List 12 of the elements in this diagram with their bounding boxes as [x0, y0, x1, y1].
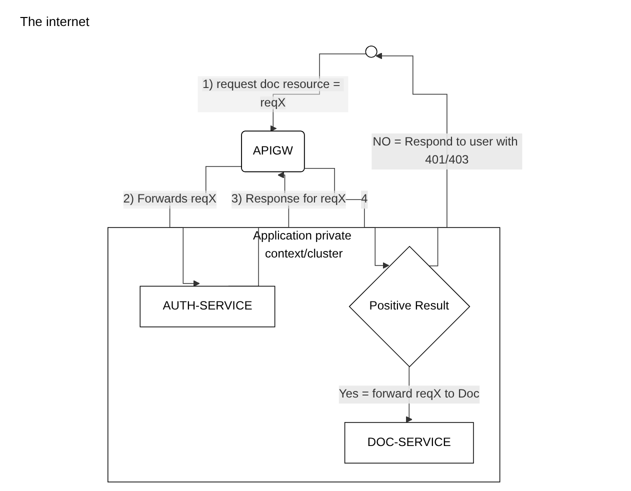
arrow — [304, 168, 390, 269]
node-box: DOC-SERVICE — [344, 422, 474, 464]
node-box: AUTH-SERVICE — [140, 286, 276, 328]
region-label: The internet — [20, 14, 90, 29]
edge-label: Yes = forward reqX to Doc — [339, 388, 480, 401]
edge-label: 1) request doc resource = reqX — [202, 78, 341, 110]
node-diamond: Positive Result — [349, 246, 471, 368]
edge-label: 4 — [361, 192, 368, 206]
node-person — [366, 46, 378, 58]
edge-label: 2) Forwards reqX — [124, 192, 217, 206]
edge-label: 3) Response for reqX — [232, 192, 346, 206]
edge-label: NO = Respond to user with 401/403 — [373, 136, 518, 167]
